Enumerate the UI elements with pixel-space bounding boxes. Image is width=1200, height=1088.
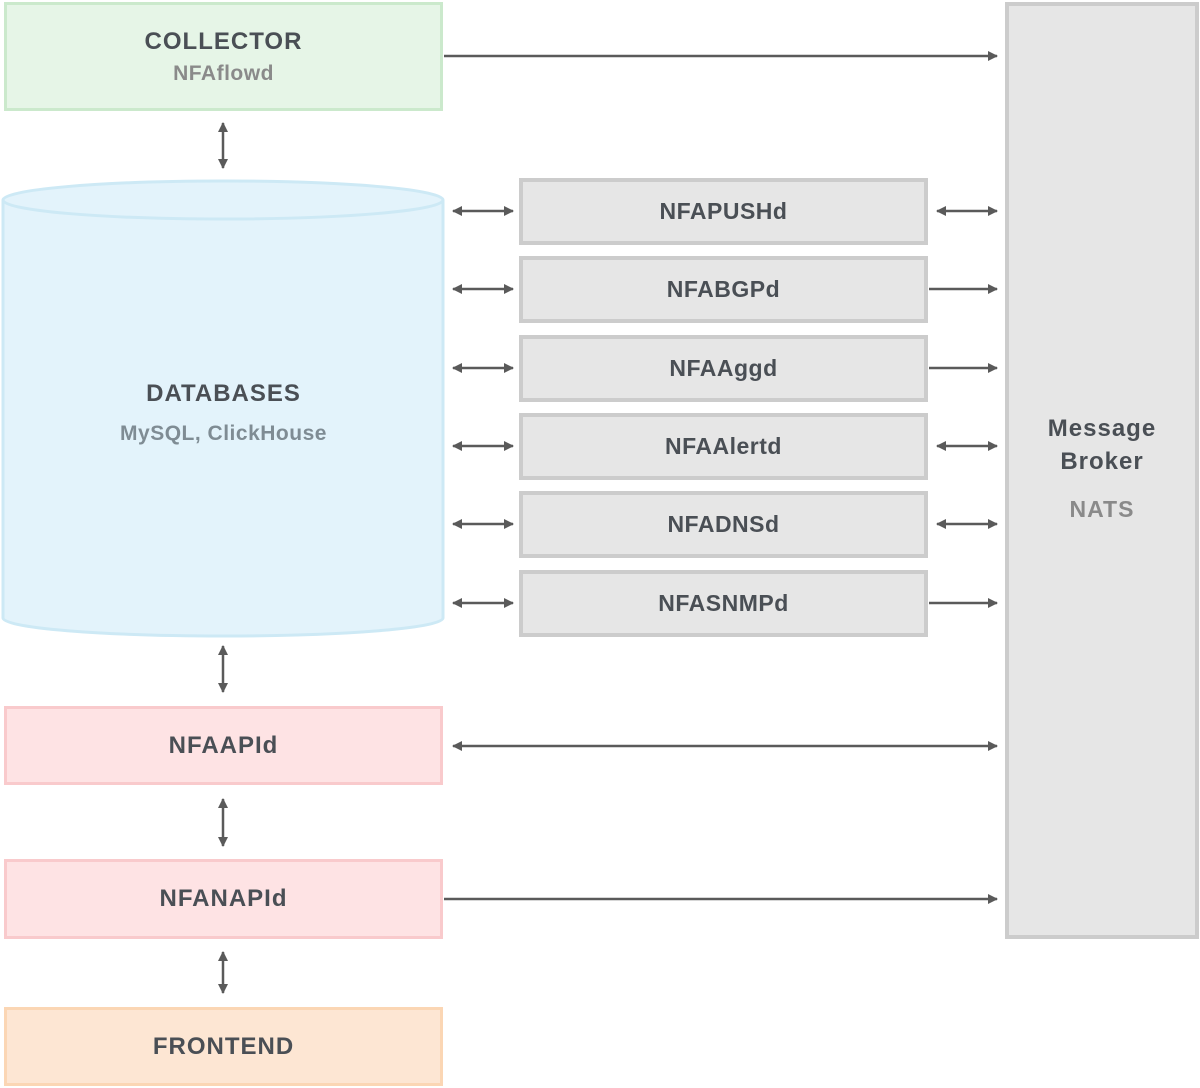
service-nfadnsd: NFADNSd [519, 491, 928, 558]
message-broker-title: Message Broker [1005, 412, 1199, 478]
frontend-node: FRONTEND [4, 1007, 443, 1086]
databases-title: DATABASES [146, 380, 301, 407]
nfaapid-title: NFAAPId [168, 731, 279, 759]
service-nfapushd: NFAPUSHd [519, 178, 928, 245]
frontend-title: FRONTEND [152, 1032, 295, 1060]
message-broker-title-line2: Broker [1060, 448, 1144, 475]
nfaapid-node: NFAAPId [4, 706, 443, 785]
databases-subtitle: MySQL, ClickHouse [120, 422, 327, 445]
databases-node: DATABASES MySQL, ClickHouse [4, 380, 443, 446]
message-broker-title-line1: Message [1047, 415, 1157, 442]
service-nfaaggd: NFAAggd [519, 335, 928, 402]
service-nfaalertd: NFAAlertd [519, 413, 928, 480]
collector-title: COLLECTOR [144, 27, 303, 55]
nfanapid-title: NFANAPId [159, 885, 288, 912]
message-broker-subtitle: NATS [1069, 496, 1135, 522]
database-cylinder [1, 179, 445, 638]
service-nfabgpd: NFABGPd [519, 256, 928, 323]
message-broker-node [1005, 2, 1199, 939]
service-nfasnmpd: NFASNMPd [519, 570, 928, 637]
nfanapid-node: NFANAPId [4, 859, 443, 939]
collector-subtitle: NFAflowd [173, 61, 274, 85]
collector-node: COLLECTOR NFAflowd [4, 2, 443, 111]
